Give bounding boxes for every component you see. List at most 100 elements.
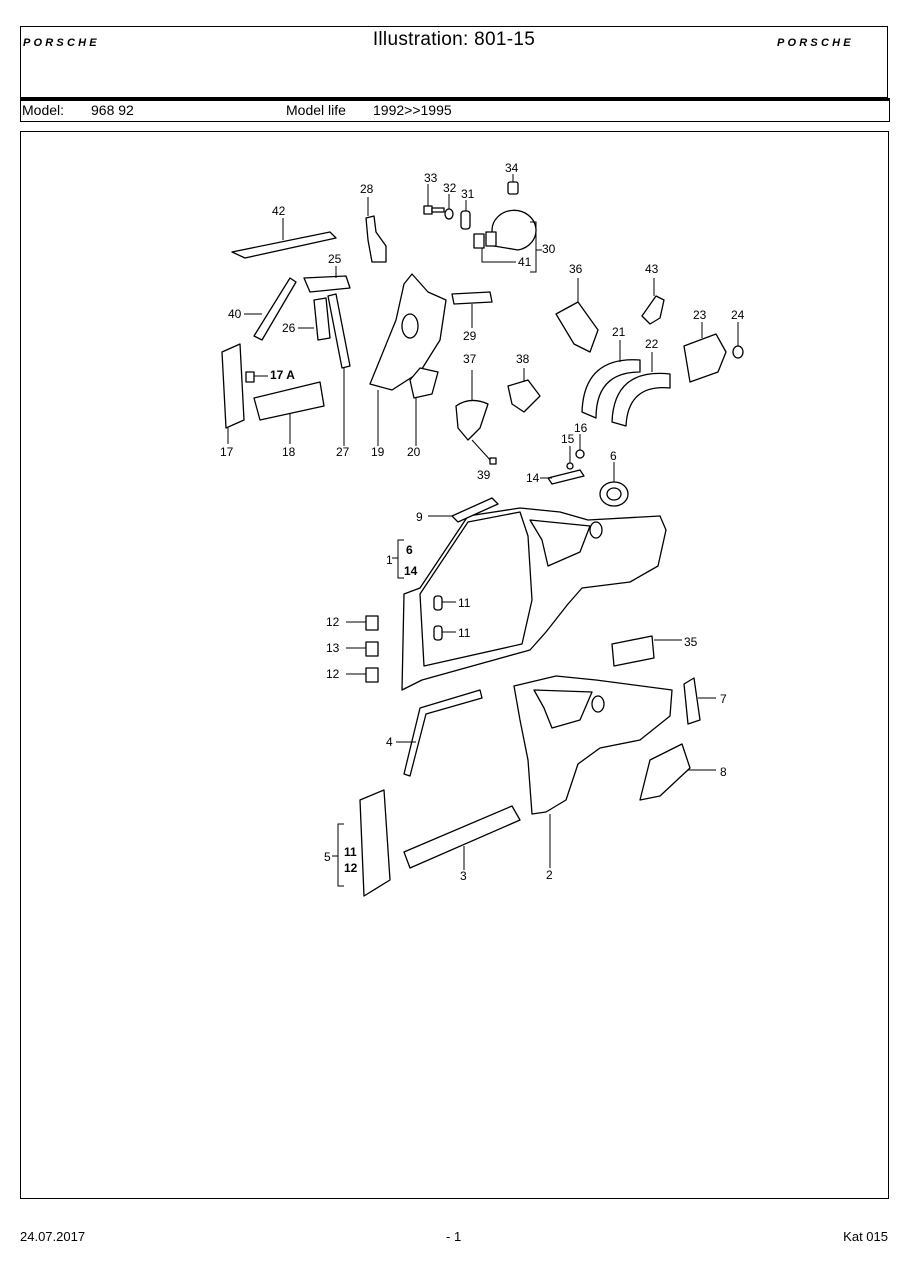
part-pillar-17 xyxy=(221,343,245,444)
part-bracket-28 xyxy=(365,197,387,263)
callout-39: 39 xyxy=(477,468,491,482)
part-wheel-arch-22 xyxy=(611,352,671,427)
callout-28: 28 xyxy=(360,182,374,196)
callout-1: 1 xyxy=(386,553,393,567)
part-8 xyxy=(639,743,716,801)
part-bolt-39 xyxy=(471,439,497,465)
callout-5: 5 xyxy=(324,850,331,864)
svg-text:PORSCHE: PORSCHE xyxy=(23,37,100,49)
illustration-frame xyxy=(20,131,889,1199)
callout-19: 19 xyxy=(371,445,385,459)
part-pillar-5 xyxy=(332,789,391,897)
callout-17a: 17 A xyxy=(270,368,295,382)
part-38 xyxy=(507,368,541,413)
part-29 xyxy=(451,291,493,328)
footer-catalog: Kat 015 xyxy=(843,1229,888,1244)
part-43 xyxy=(641,278,665,325)
part-23 xyxy=(683,322,727,383)
callout-27: 27 xyxy=(336,445,350,459)
part-plate-31 xyxy=(460,200,471,230)
part-rear-quarter-2 xyxy=(513,675,673,868)
callout-6-assembly: 6 xyxy=(406,543,413,557)
callout-4: 4 xyxy=(386,735,393,749)
callout-21: 21 xyxy=(612,325,626,339)
part-strip-40 xyxy=(244,277,297,341)
callout-33: 33 xyxy=(424,171,438,185)
part-seal-6 xyxy=(599,462,629,507)
part-clip-34 xyxy=(507,174,519,195)
callout-9: 9 xyxy=(416,510,423,524)
callout-11-lower: 11 xyxy=(458,626,471,640)
footer-page-number: - 1 xyxy=(446,1229,462,1244)
callout-11-pillar: 11 xyxy=(344,845,357,859)
callout-23: 23 xyxy=(693,308,707,322)
part-fuel-flap-30 xyxy=(473,209,542,273)
model-row-bottom-rule xyxy=(20,121,890,122)
header-box: PORSCHE Illustration: 801-15 PORSCHE xyxy=(20,26,888,98)
part-clips-11 xyxy=(433,595,456,641)
part-17a xyxy=(245,371,268,383)
callout-3: 3 xyxy=(460,869,467,883)
part-sill-3 xyxy=(403,805,521,870)
svg-text:PORSCHE: PORSCHE xyxy=(777,37,854,49)
part-bolt-33 xyxy=(423,184,445,215)
callout-14-assembly: 14 xyxy=(404,564,418,578)
part-inner-pillar-19 xyxy=(369,273,447,446)
callout-18: 18 xyxy=(282,445,296,459)
part-24 xyxy=(732,322,744,359)
callout-13: 13 xyxy=(326,641,340,655)
callout-6-seal: 6 xyxy=(610,449,617,463)
callout-31: 31 xyxy=(461,187,475,201)
callout-20: 20 xyxy=(407,445,421,459)
part-wheel-arch-21 xyxy=(581,340,641,419)
callout-7: 7 xyxy=(720,692,727,706)
model-life-value: 1992>>1995 xyxy=(373,102,452,118)
part-26 xyxy=(298,297,331,341)
part-37 xyxy=(455,370,489,441)
callout-labels: 33 32 31 34 28 42 30 41 25 36 43 40 26 2… xyxy=(220,161,745,883)
part-washer-32 xyxy=(444,194,454,220)
part-15-16-14 xyxy=(540,434,585,485)
part-strip-9 xyxy=(428,497,499,523)
model-row: Model: 968 92 Model life 1992>>1995 xyxy=(20,100,890,122)
part-25 xyxy=(303,266,351,293)
part-7 xyxy=(683,677,716,725)
porsche-logo-right: PORSCHE xyxy=(777,35,881,54)
callout-8: 8 xyxy=(720,765,727,779)
callout-32: 32 xyxy=(443,181,457,195)
callout-41: 41 xyxy=(518,255,532,269)
header-thick-rule xyxy=(20,98,890,101)
callout-37: 37 xyxy=(463,352,477,366)
callout-14-bracket: 14 xyxy=(526,471,540,485)
callout-29: 29 xyxy=(463,329,477,343)
callout-2: 2 xyxy=(546,868,553,882)
part-35 xyxy=(611,635,682,667)
callout-35: 35 xyxy=(684,635,698,649)
callout-17: 17 xyxy=(220,445,234,459)
callout-24: 24 xyxy=(731,308,745,322)
part-27 xyxy=(327,293,351,446)
part-strip-4 xyxy=(396,689,483,777)
callout-30: 30 xyxy=(542,242,556,256)
part-36 xyxy=(555,278,599,353)
callout-36: 36 xyxy=(569,262,583,276)
part-18 xyxy=(253,381,325,444)
part-clips-12-13 xyxy=(346,615,379,683)
callout-12-pillar: 12 xyxy=(344,861,358,875)
model-value: 968 92 xyxy=(91,102,134,118)
callout-11-upper: 11 xyxy=(458,596,471,610)
model-label: Model: xyxy=(22,102,65,118)
callout-12-lower: 12 xyxy=(326,667,340,681)
callout-16: 16 xyxy=(574,421,588,435)
part-20 xyxy=(409,367,439,446)
callout-43: 43 xyxy=(645,262,659,276)
part-side-panel-1 xyxy=(392,507,667,691)
callout-34: 34 xyxy=(505,161,519,175)
callout-25: 25 xyxy=(328,252,342,266)
footer-date: 24.07.2017 xyxy=(20,1229,86,1244)
model-life-label: Model life xyxy=(286,102,346,118)
callout-15: 15 xyxy=(561,432,575,446)
part-roof-rail xyxy=(231,218,337,259)
callout-42: 42 xyxy=(272,204,286,218)
